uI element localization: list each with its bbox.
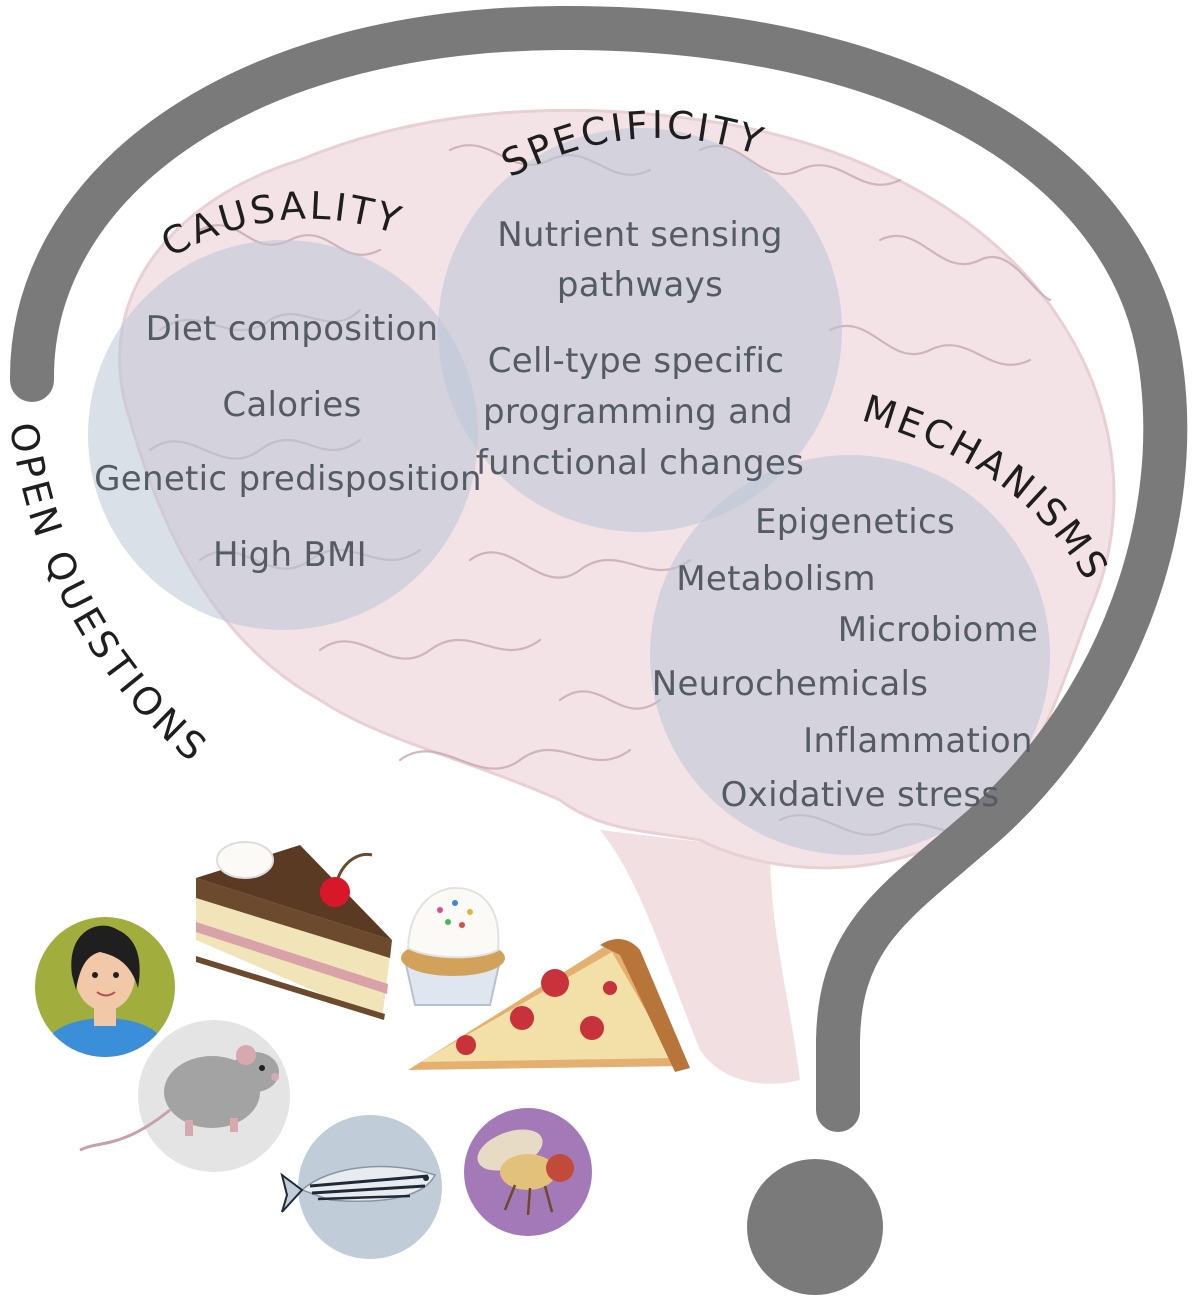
causality-item: Diet composition — [146, 309, 439, 349]
pizza-slice-icon — [408, 938, 690, 1072]
causality-item: Genetic predisposition — [94, 459, 482, 499]
mechanisms-item: Neurochemicals — [652, 664, 929, 704]
causality-item: High BMI — [213, 535, 367, 575]
specificity-circle — [438, 128, 842, 532]
mechanisms-circle — [650, 455, 1050, 855]
human-icon — [35, 917, 175, 1057]
causality-item: Calories — [222, 385, 361, 425]
zebrafish-icon — [280, 1115, 442, 1259]
fruit-fly-icon — [464, 1108, 592, 1236]
specificity-item: programming and — [483, 392, 793, 432]
mechanisms-item: Epigenetics — [755, 502, 955, 542]
causality-circle — [88, 240, 478, 630]
mechanisms-item: Microbiome — [838, 610, 1038, 650]
specificity-item: functional changes — [476, 443, 804, 483]
mechanisms-item: Metabolism — [676, 559, 876, 599]
specificity-item: Cell-type specific — [488, 341, 784, 381]
cake-slice-icon — [196, 841, 392, 1020]
question-mark-icon — [9, 5, 1188, 1295]
specificity-item: Nutrient sensing — [497, 215, 783, 255]
cupcake-icon — [401, 886, 505, 1006]
specificity-item: pathways — [557, 265, 723, 305]
mechanisms-item: Inflammation — [803, 721, 1033, 761]
mouse-icon — [79, 1020, 290, 1172]
mechanisms-item: Oxidative stress — [721, 775, 1000, 815]
